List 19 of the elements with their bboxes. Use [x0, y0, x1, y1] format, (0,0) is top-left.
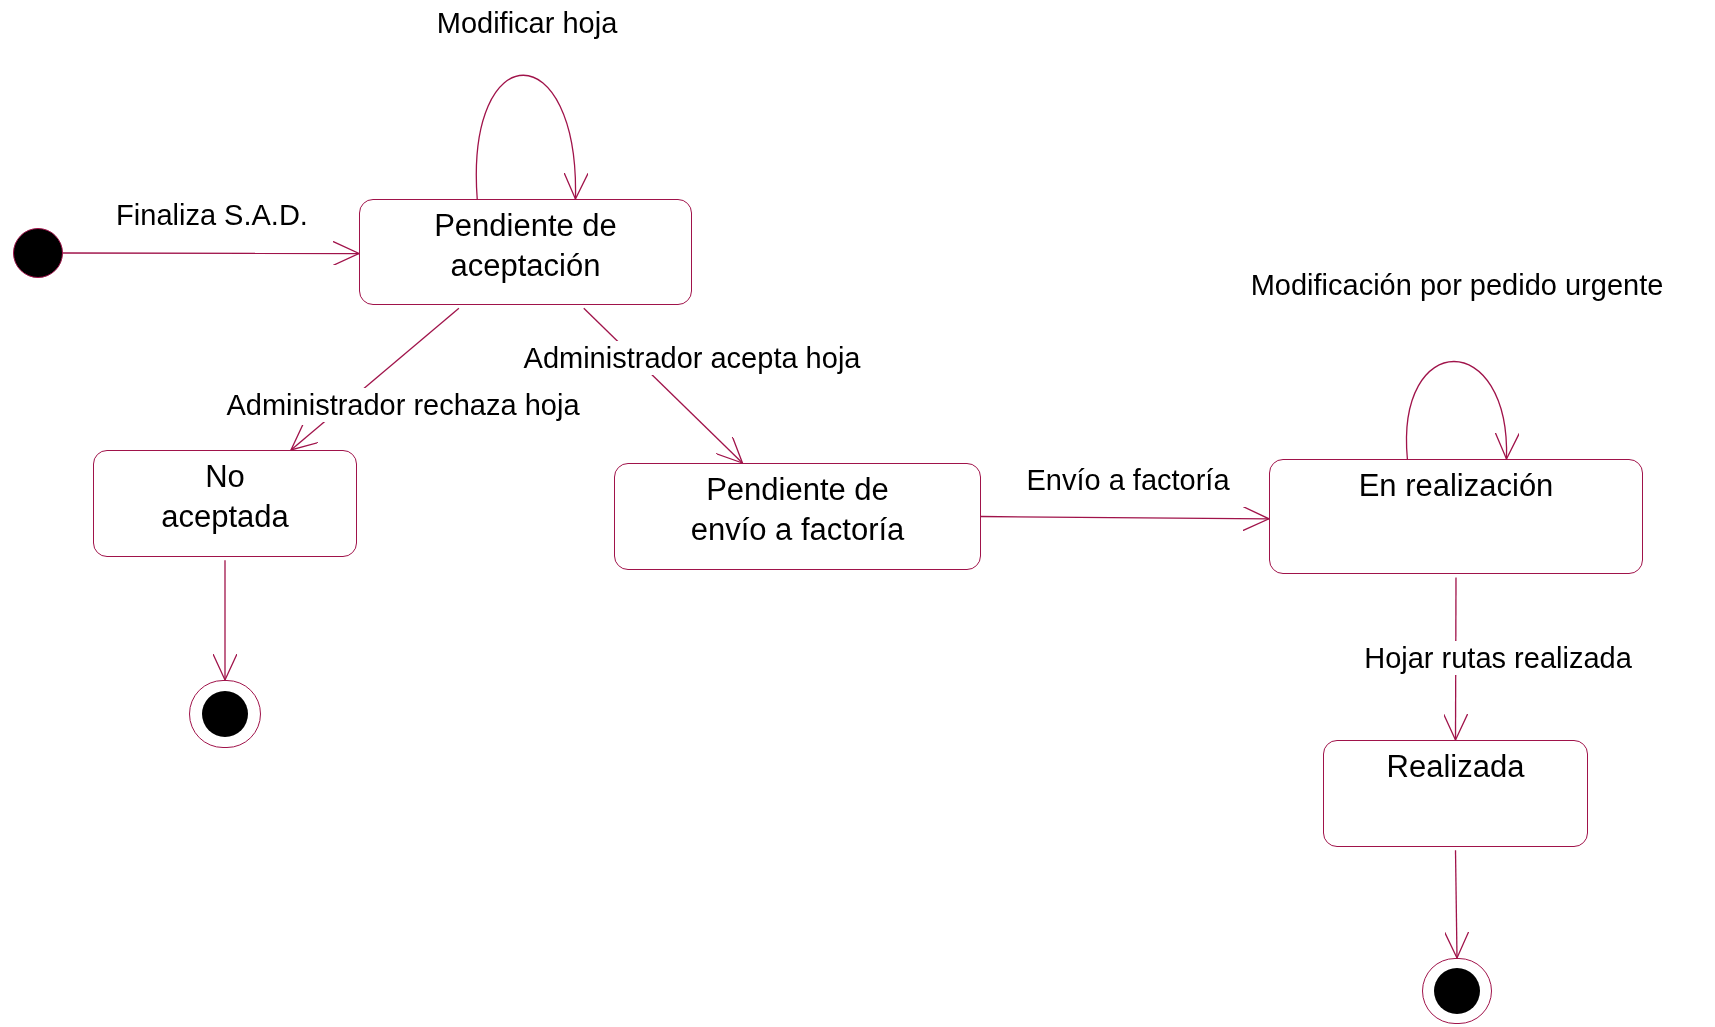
state-name: Realizada — [1386, 748, 1525, 786]
edge-label: Administrador rechaza hoja — [224, 388, 582, 422]
state-box — [614, 463, 981, 570]
state-box — [1269, 459, 1643, 574]
transition-arrow — [980, 505, 1270, 532]
state-box — [1323, 740, 1588, 847]
state-name: No aceptada — [160, 458, 290, 536]
state-box — [93, 450, 357, 557]
state-name: Pendiente de aceptación — [433, 207, 618, 285]
transition-arrow — [212, 559, 238, 681]
edge-label: Administrador acepta hoja — [521, 341, 863, 375]
transition-arrow — [1444, 849, 1470, 959]
transition-arrow — [476, 74, 588, 200]
initial-state — [13, 228, 63, 278]
state-name: En realización — [1358, 467, 1554, 505]
state-name: Pendiente de envío a factoría — [689, 471, 906, 549]
state-box — [359, 199, 692, 305]
transition-arrow — [62, 240, 360, 267]
transition-arrow — [1406, 360, 1518, 460]
